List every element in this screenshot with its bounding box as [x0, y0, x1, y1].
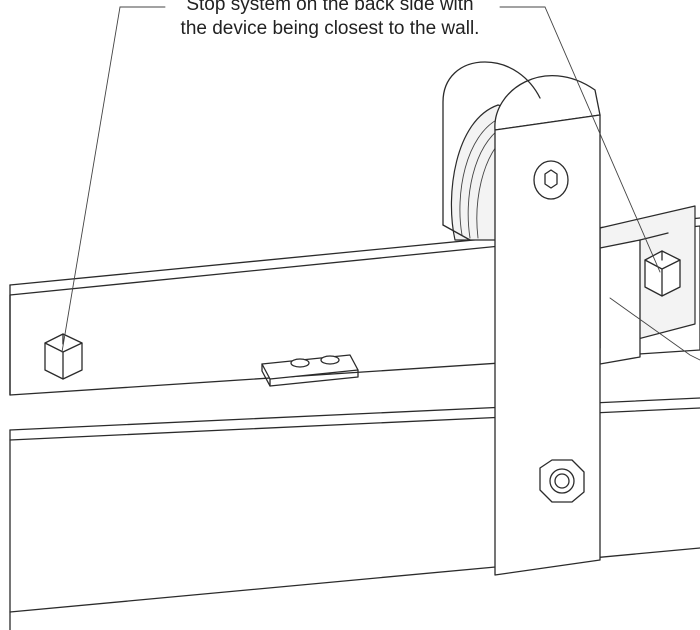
hex-nut	[539, 459, 585, 503]
caption-line-1: Stop system on the back side with	[186, 0, 474, 15]
caption-line-2: the device being closest to the wall.	[180, 18, 480, 39]
rear-hex-bolt	[644, 250, 681, 297]
left-hex-bolt	[44, 333, 83, 380]
hanger-strap	[442, 61, 601, 576]
caption: Stop system on the back side with the de…	[150, 0, 510, 41]
floor-guide	[261, 354, 359, 387]
socket-screw	[533, 160, 569, 200]
leader-lines	[61, 6, 700, 361]
